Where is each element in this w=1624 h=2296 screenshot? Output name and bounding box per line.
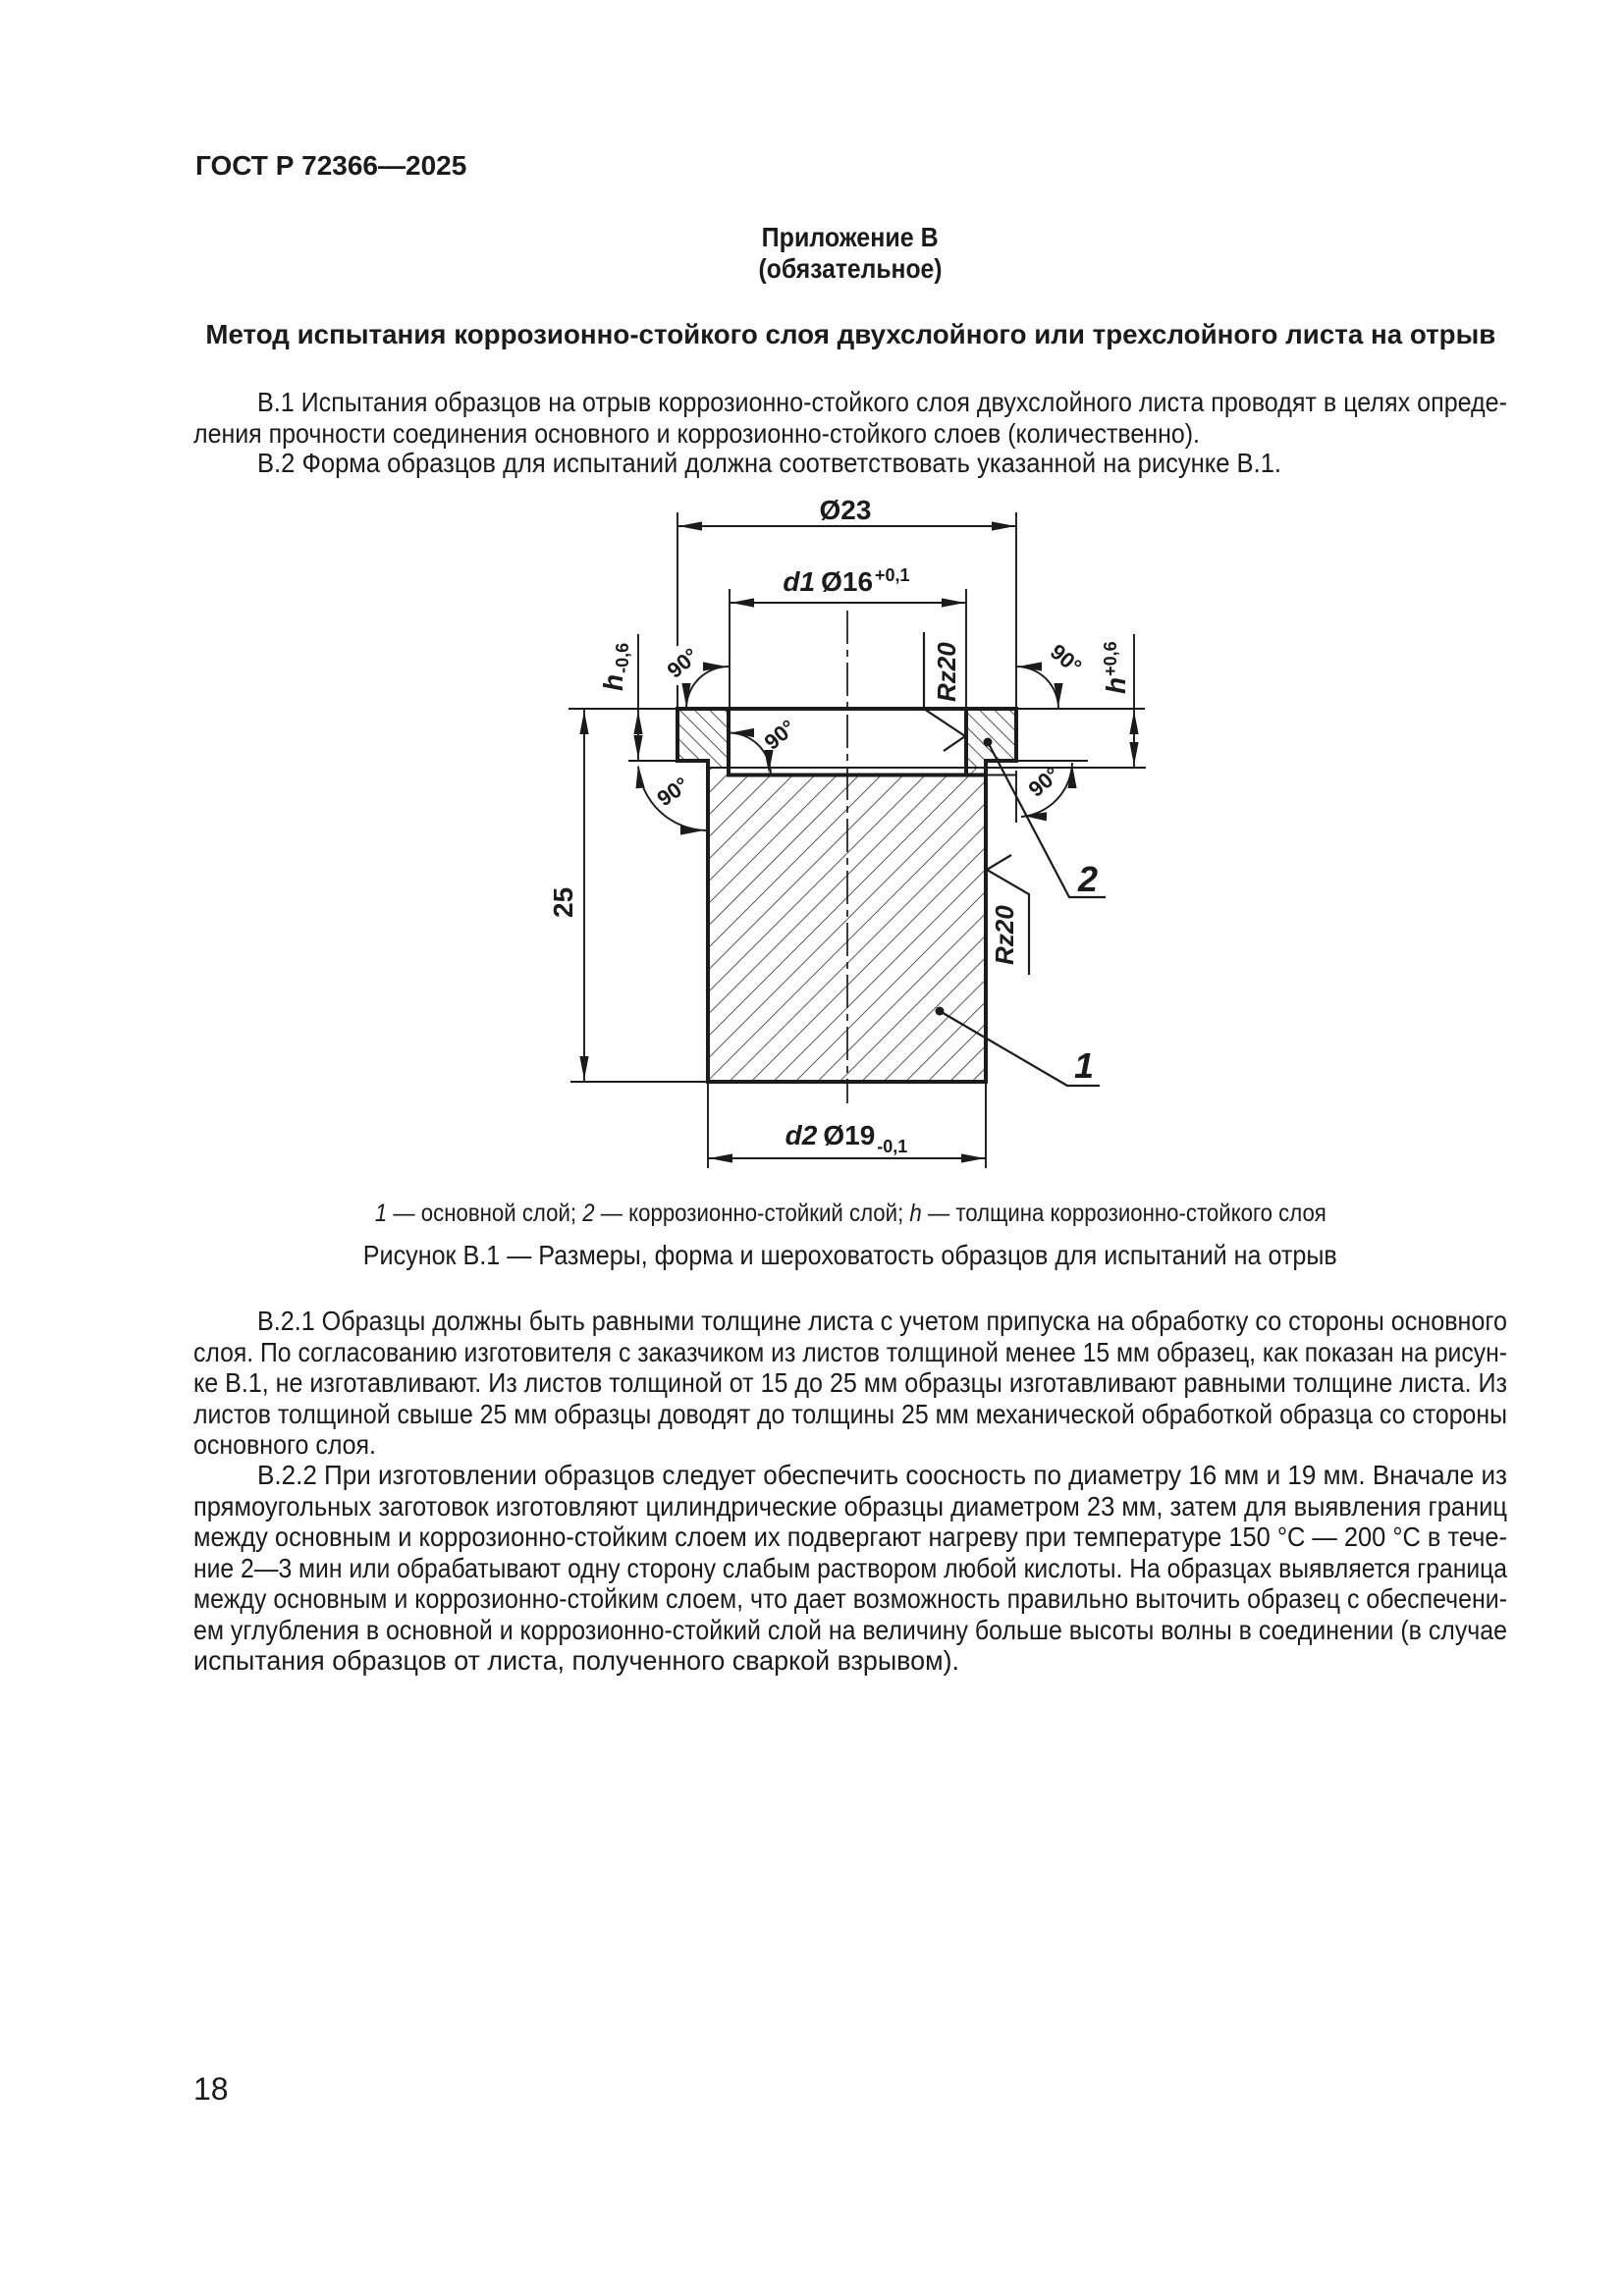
paragraph-line: В.1 Испытания образцов на отрыв коррозио… <box>257 387 1507 417</box>
dim-h-right: h+0,6 <box>1101 641 1131 694</box>
paragraph-line-row: испытания образцов от листа, полученного… <box>193 1645 1507 1677</box>
angle-label-middle: 90° <box>760 715 801 755</box>
figure-legend: 1 — основной слой; 2 — коррозионно-стойк… <box>374 1200 1326 1227</box>
paragraph-line: ем углубления в основной и коррозионно-с… <box>193 1614 1507 1645</box>
appendix-subtitle: (обязательное) <box>758 252 943 284</box>
dim-dia23: Ø23 <box>820 495 872 525</box>
paragraph-line-row: В.2.1 Образцы должны быть равными толщин… <box>193 1306 1507 1337</box>
angle-label-top-left: 90° <box>663 643 704 683</box>
paragraph-line-row: прямоугольных заготовок изготовляют цили… <box>193 1491 1507 1522</box>
page-number: 18 <box>193 2071 229 2107</box>
clad-layer-right-section <box>966 709 1016 768</box>
paragraph-line: испытания образцов от листа, полученного… <box>193 1645 959 1676</box>
paragraph-line: основного слоя. <box>193 1429 376 1460</box>
appendix-title: Приложение В <box>761 222 939 252</box>
paragraph-line: В.2 Форма образцов для испытаний должна … <box>257 448 1281 478</box>
dimension-lines <box>583 525 1135 1159</box>
section-heading: Метод испытания коррозионно-стойкого сло… <box>205 319 1495 349</box>
roughness-right-label: Rz20 <box>990 905 1019 965</box>
paragraph-line-row: В.2 Форма образцов для испытаний должна … <box>193 448 1507 479</box>
paragraph-line: В.2.2 При изготовлении образцов следует … <box>257 1460 1507 1490</box>
paragraph-line: между основным и коррозионно-стойким сло… <box>193 1522 1507 1552</box>
paragraph-line: ке В.1, не изготавливают. Из листов толщ… <box>193 1367 1507 1398</box>
paragraph-line-row: между основным и коррозионно-стойким сло… <box>193 1583 1507 1615</box>
paragraph-line: ления прочности соединения основного и к… <box>193 417 1200 449</box>
appendix-subtitle-line: (обязательное) <box>193 253 1507 285</box>
angle-label-top-right: 90° <box>1046 639 1087 679</box>
paragraph-line-row: листов толщиной свыше 25 мм образцы дово… <box>193 1399 1507 1430</box>
roughness-top-label: Rz20 <box>932 642 961 702</box>
paragraph-line-row: между основным и коррозионно-стойким сло… <box>193 1522 1507 1553</box>
part-outline <box>676 707 1018 1084</box>
paragraph-b1: В.1 Испытания образцов на отрыв коррозио… <box>193 387 1507 449</box>
paragraph-line: слоя. По согласованию изготовителя с зак… <box>193 1336 1507 1367</box>
clad-layer-left-section <box>677 709 729 768</box>
appendix-title-line: Приложение В <box>193 222 1507 253</box>
angle-label-bottom-left: 90° <box>652 773 693 812</box>
leader-lines <box>935 737 1106 1088</box>
paragraph-b21: В.2.1 Образцы должны быть равными толщин… <box>193 1306 1507 1461</box>
dim-h-left: h-0,6 <box>598 643 632 691</box>
paragraph-line-row: ке В.1, не изготавливают. Из листов толщ… <box>193 1367 1507 1399</box>
paragraph-line-row: ем углубления в основной и коррозионно-с… <box>193 1615 1507 1646</box>
paragraph-line: между основным и коррозионно-стойким сло… <box>193 1583 1507 1614</box>
figure-caption: Рисунок В.1 — Размеры, форма и шероховат… <box>363 1240 1337 1270</box>
roughness-symbols <box>922 632 1031 975</box>
paragraph-line-row: слоя. По согласованию изготовителя с зак… <box>193 1337 1507 1368</box>
paragraph-b22: В.2.2 При изготовлении образцов следует … <box>193 1460 1507 1677</box>
leader-label-1: 1 <box>1074 1045 1094 1086</box>
paragraph-line-row: В.1 Испытания образцов на отрыв коррозио… <box>193 387 1507 418</box>
paragraph-b2: В.2 Форма образцов для испытаний должна … <box>193 448 1507 479</box>
paragraph-line: В.2.1 Образцы должны быть равными толщин… <box>257 1306 1507 1336</box>
dim-height-25: 25 <box>548 887 578 918</box>
paragraph-line: прямоугольных заготовок изготовляют цили… <box>193 1490 1507 1522</box>
paragraph-line-row: ние 2—3 мин или обрабатывают одну сторон… <box>193 1553 1507 1584</box>
arrowheads <box>579 521 1139 1163</box>
paragraph-line: листов толщиной свыше 25 мм образцы дово… <box>193 1398 1507 1429</box>
paragraph-line-row: основного слоя. <box>193 1429 1507 1461</box>
paragraph-line-row: В.2.2 При изготовлении образцов следует … <box>193 1460 1507 1491</box>
doc-code: ГОСТ Р 72366—2025 <box>195 150 467 181</box>
extension-lines <box>568 512 1146 1168</box>
paragraph-line: ние 2—3 мин или обрабатывают одну сторон… <box>193 1552 1507 1583</box>
paragraph-line-row: ления прочности соединения основного и к… <box>193 418 1507 450</box>
leader-label-2: 2 <box>1077 859 1098 899</box>
